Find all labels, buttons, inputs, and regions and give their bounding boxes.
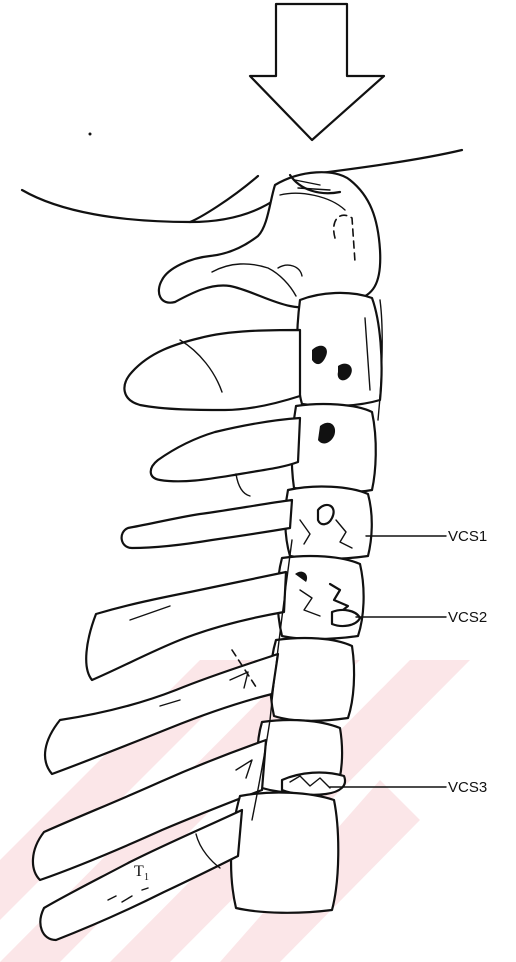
down-arrow-icon: [250, 4, 384, 140]
label-vcs2: VCS2: [448, 609, 487, 626]
vertebra-c4: [122, 487, 372, 559]
label-t1: T: [134, 863, 144, 880]
skull-base: [22, 133, 462, 223]
vertebra-c3: [151, 404, 376, 496]
label-t1-subscript: 1: [144, 872, 149, 883]
vertebra-c1-c2: [159, 172, 380, 307]
label-vcs1: VCS1: [448, 528, 487, 545]
vertebra-c2: [124, 293, 381, 410]
label-vcs3: VCS3: [448, 779, 487, 796]
